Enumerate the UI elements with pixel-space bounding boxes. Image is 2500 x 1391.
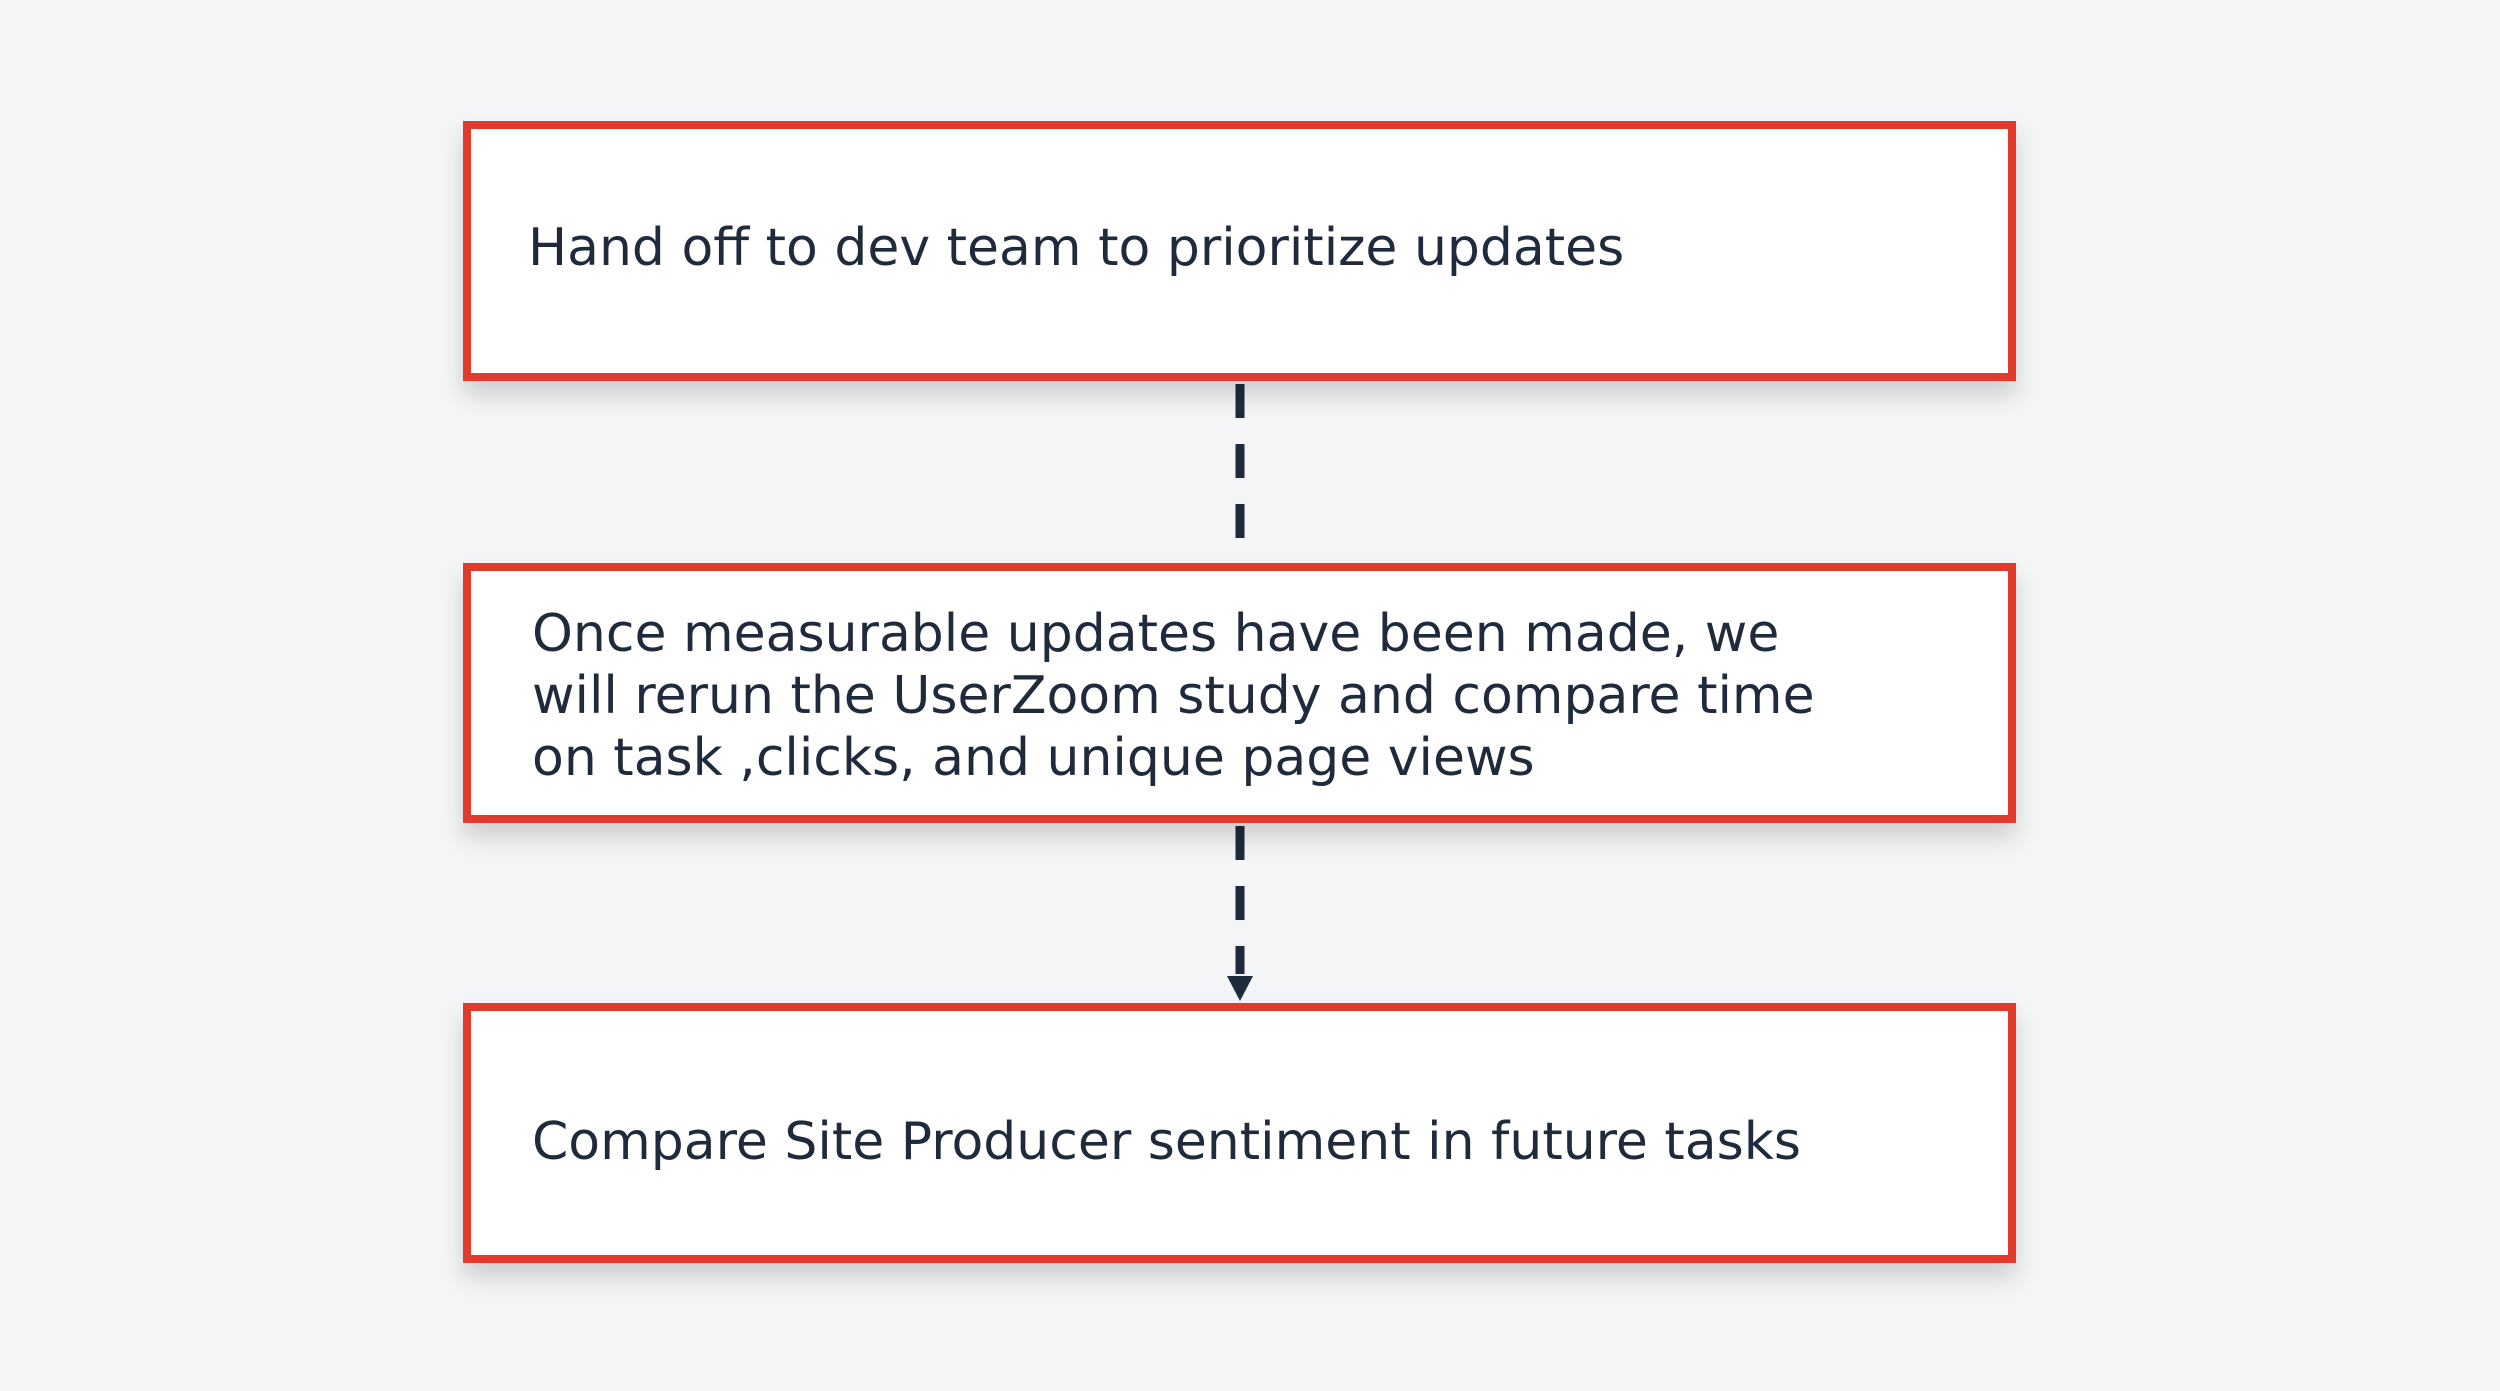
step-text-compare-sentiment: Compare Site Producer sentiment in futur… <box>532 1112 1801 1172</box>
step-box-hand-off: Hand off to dev team to prioritize updat… <box>463 121 2016 381</box>
step-box-compare-sentiment: Compare Site Producer sentiment in futur… <box>463 1003 2016 1263</box>
arrowhead-icon <box>1227 976 1253 1001</box>
step-text-hand-off: Hand off to dev team to prioritize updat… <box>528 218 1625 278</box>
step-box-rerun-study: Once measurable updates have been made, … <box>463 563 2016 823</box>
step-text-rerun-study: Once measurable updates have been made, … <box>532 604 1815 788</box>
